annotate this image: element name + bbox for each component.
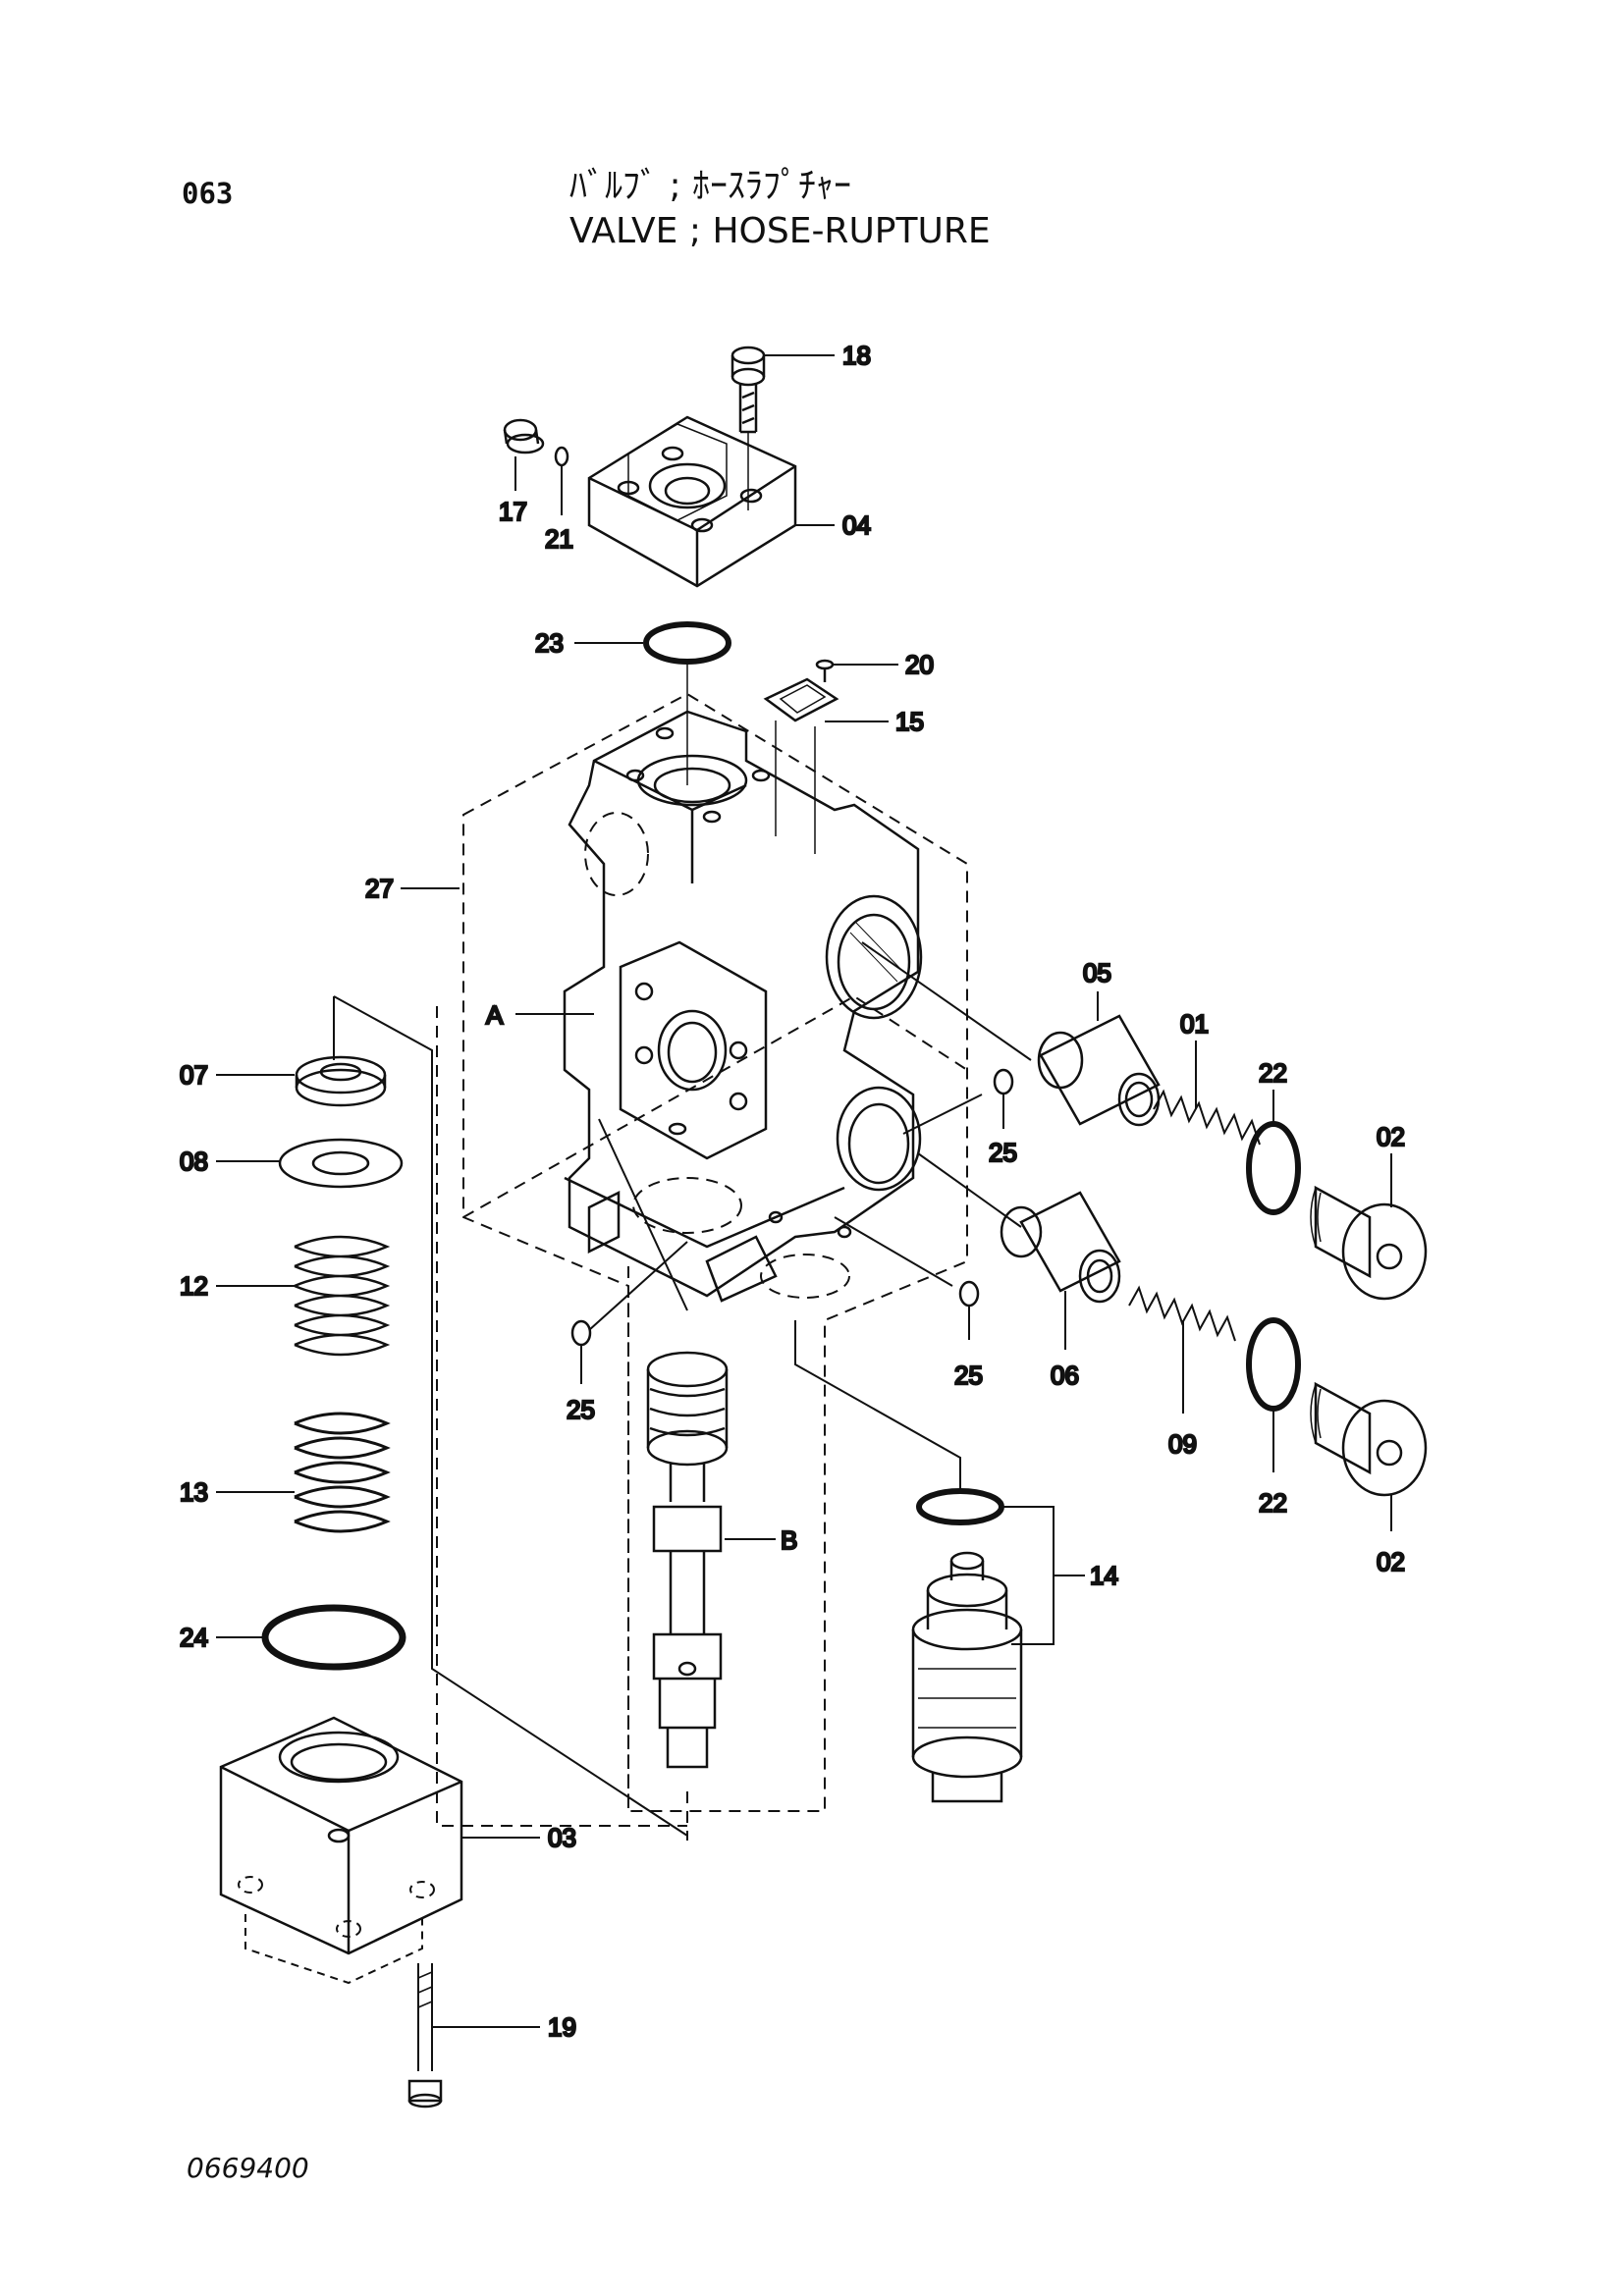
callout-03: 03 (548, 1823, 576, 1852)
valve-body (563, 710, 923, 1303)
callout-19: 19 (548, 2012, 576, 2042)
callout-12: 12 (180, 1271, 208, 1301)
drawing-number: 0669400 (187, 2152, 309, 2184)
bolt-19 (407, 1963, 443, 2109)
callout-27: 27 (365, 874, 394, 903)
callout-22-lower: 22 (1259, 1488, 1287, 1518)
callout-13: 13 (180, 1477, 208, 1507)
plug-25-right (993, 1068, 1014, 1095)
title-japanese: ﾊﾞﾙﾌﾞ ; ﾎｰｽﾗﾌﾟﾁｬｰ (569, 166, 852, 206)
relief-valve-14 (911, 1551, 1023, 1803)
o-ring-21 (554, 446, 569, 467)
callout-23: 23 (535, 628, 564, 658)
spool-column-boundary (436, 1006, 688, 1841)
callout-21: 21 (545, 524, 573, 554)
callout-22-upper: 22 (1259, 1058, 1287, 1088)
callout-25-bottom: 25 (954, 1361, 983, 1390)
o-ring-22-lower (1246, 1317, 1301, 1412)
spring-01 (1153, 1089, 1261, 1146)
spring-13 (294, 1412, 391, 1533)
plug-02-lower (1310, 1381, 1428, 1497)
callout-06: 06 (1051, 1361, 1079, 1390)
bolt-18 (730, 346, 766, 434)
o-ring-14 (916, 1488, 1004, 1525)
o-ring-23 (643, 621, 731, 785)
leader-lines (216, 354, 1392, 2028)
screw-20 (815, 659, 835, 682)
check-valve-06 (1000, 1191, 1121, 1304)
plug-25-bottom (958, 1280, 980, 1308)
callout-18: 18 (842, 341, 871, 370)
callout-04: 04 (842, 510, 871, 540)
callout-08: 08 (180, 1147, 208, 1176)
plug-25-left (570, 1319, 592, 1347)
callout-a: A (486, 1000, 504, 1030)
washer-08 (278, 1138, 404, 1189)
callout-17: 17 (499, 497, 527, 526)
page-number: 063 (182, 177, 234, 210)
spring-seat-07 (295, 1055, 387, 1107)
plug-17 (503, 418, 545, 454)
callout-05: 05 (1083, 958, 1111, 988)
callout-01: 01 (1180, 1009, 1209, 1039)
callout-25-right: 25 (989, 1138, 1017, 1167)
plug-02-upper (1310, 1185, 1428, 1301)
callout-07: 07 (180, 1060, 208, 1090)
o-ring-22-upper (1246, 1121, 1301, 1215)
o-ring-24 (261, 1604, 406, 1671)
cap-block-03 (219, 1716, 463, 1985)
callout-09: 09 (1168, 1429, 1197, 1459)
title-english: VALVE ; HOSE-RUPTURE (569, 211, 991, 251)
valve-body-27-boundary (462, 692, 968, 1812)
callout-15: 15 (895, 707, 924, 736)
callout-25-left: 25 (567, 1395, 595, 1424)
spool-b (646, 1351, 729, 1769)
check-valve-05 (1037, 1014, 1161, 1127)
callout-14: 14 (1090, 1561, 1118, 1590)
nameplate-15 (763, 677, 839, 854)
callout-02-lower: 02 (1377, 1547, 1405, 1576)
adapter-block-04 (587, 415, 797, 588)
callout-20: 20 (905, 650, 934, 679)
callout-b: B (781, 1525, 797, 1555)
spring-12 (294, 1235, 391, 1357)
callout-24: 24 (180, 1623, 208, 1652)
callout-02-upper: 02 (1377, 1122, 1405, 1151)
